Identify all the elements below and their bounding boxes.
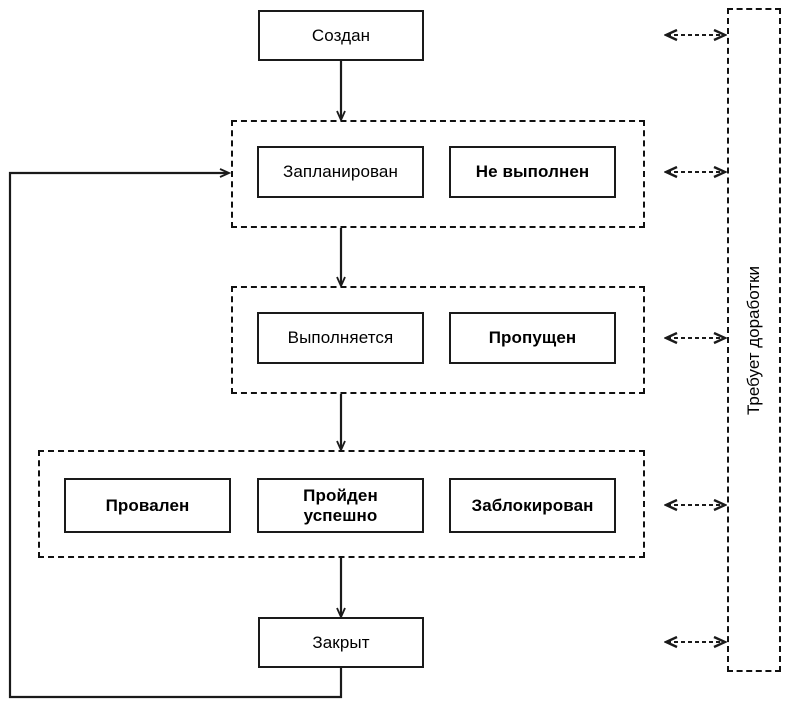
state-label-running: Выполняется: [287, 328, 394, 348]
rework-panel-label: Требует доработки: [744, 265, 763, 415]
state-node-passed[interactable]: Пройден успешно: [257, 478, 424, 533]
group-running: [231, 286, 645, 394]
group-planned: [231, 120, 645, 228]
state-label-closed: Закрыт: [312, 632, 370, 652]
state-label-created: Создан: [311, 25, 371, 45]
state-node-skipped[interactable]: Пропущен: [449, 312, 616, 364]
state-label-skipped: Пропущен: [488, 328, 577, 348]
state-node-planned[interactable]: Запланирован: [257, 146, 424, 198]
state-label-passed: Пройден успешно: [303, 485, 378, 525]
state-label-planned: Запланирован: [283, 162, 398, 182]
rework-panel[interactable]: Требует доработки: [727, 8, 781, 672]
state-label-failed: Провален: [105, 495, 190, 515]
state-node-not-done[interactable]: Не выполнен: [449, 146, 616, 198]
state-label-not-done: Не выполнен: [475, 162, 590, 182]
state-node-created[interactable]: Создан: [258, 10, 424, 61]
state-node-running[interactable]: Выполняется: [257, 312, 424, 364]
state-node-failed[interactable]: Провален: [64, 478, 231, 533]
state-node-blocked[interactable]: Заблокирован: [449, 478, 616, 533]
state-label-blocked: Заблокирован: [471, 495, 594, 515]
group-results: [38, 450, 645, 558]
state-node-closed[interactable]: Закрыт: [258, 617, 424, 668]
